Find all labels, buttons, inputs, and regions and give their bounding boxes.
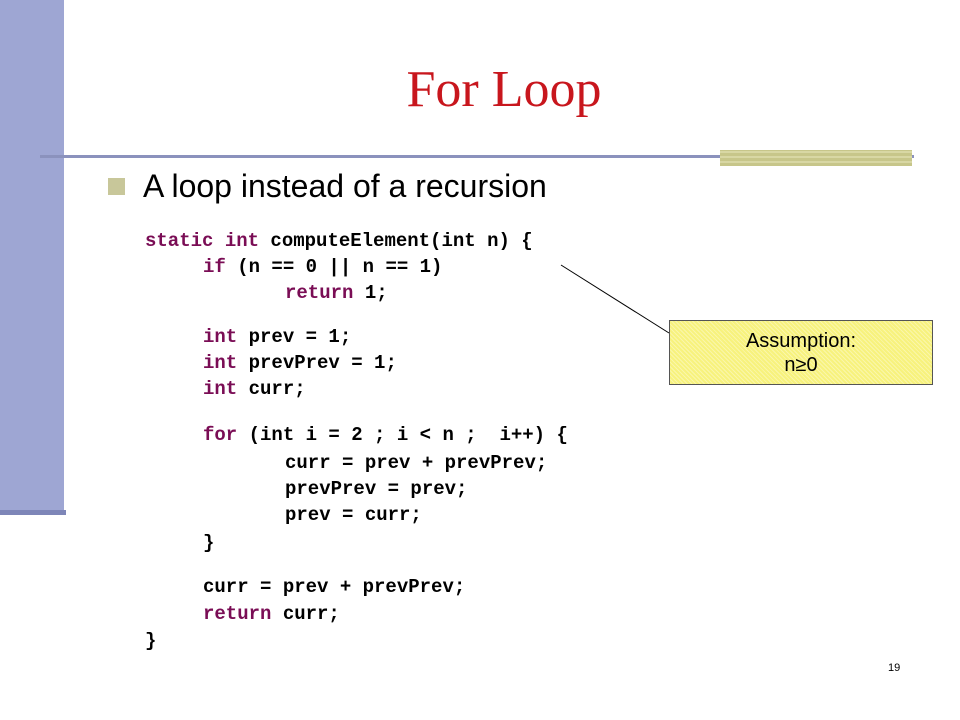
code-text: computeElement(int n) { — [259, 230, 533, 252]
assumption-callout: Assumption: n≥0 — [669, 320, 933, 385]
code-keyword: for — [203, 424, 238, 446]
code-line: return 1; — [285, 280, 388, 306]
bullet-item: A loop instead of a recursion — [108, 168, 547, 205]
code-keyword: return — [203, 603, 272, 625]
code-text: curr; — [271, 603, 340, 625]
title-underline-accent — [720, 150, 912, 166]
code-line: if (n == 0 || n == 1) — [203, 254, 442, 280]
code-text: (int i = 2 ; i < n ; i++) { — [237, 424, 568, 446]
code-line: int prev = 1; — [203, 324, 351, 350]
bullet-square-icon — [108, 178, 125, 195]
code-line: curr = prev + prevPrev; — [203, 574, 465, 600]
code-text: prev = curr; — [285, 504, 422, 526]
code-text: } — [203, 532, 215, 554]
code-keyword: return — [285, 282, 354, 304]
code-line: for (int i = 2 ; i < n ; i++) { — [203, 422, 568, 448]
callout-line-1: Assumption: — [745, 329, 857, 352]
code-text: prev = 1; — [237, 326, 352, 348]
code-line: prev = curr; — [285, 502, 422, 528]
code-text: } — [145, 630, 157, 652]
code-text: curr; — [237, 378, 306, 400]
page-number: 19 — [888, 662, 901, 674]
title-underline — [40, 155, 914, 158]
slide-title: For Loop — [406, 61, 602, 118]
code-keyword: int — [203, 352, 238, 374]
code-keyword: int — [203, 326, 238, 348]
code-line: return curr; — [203, 601, 340, 627]
code-line: } — [203, 530, 214, 556]
code-line: curr = prev + prevPrev; — [285, 450, 547, 476]
code-line: prevPrev = prev; — [285, 476, 467, 502]
code-keyword: if — [203, 256, 226, 278]
code-text: curr = prev + prevPrev; — [285, 452, 548, 474]
code-text: prevPrev = prev; — [285, 478, 468, 500]
code-line: int prevPrev = 1; — [203, 350, 397, 376]
left-bar-shadow — [0, 510, 66, 515]
code-text: prevPrev = 1; — [237, 352, 397, 374]
code-text: curr = prev + prevPrev; — [203, 576, 466, 598]
code-text: 1; — [353, 282, 388, 304]
code-line: } — [145, 628, 156, 654]
code-line: int curr; — [203, 376, 306, 402]
code-line: static int computeElement(int n) { — [145, 228, 533, 254]
callout-line-2: n≥0 — [784, 353, 818, 376]
code-keyword: int — [203, 378, 238, 400]
code-keyword: static int — [145, 230, 260, 252]
left-decorative-bar — [0, 0, 64, 514]
bullet-text: A loop instead of a recursion — [143, 168, 547, 204]
code-text: (n == 0 || n == 1) — [225, 256, 443, 278]
